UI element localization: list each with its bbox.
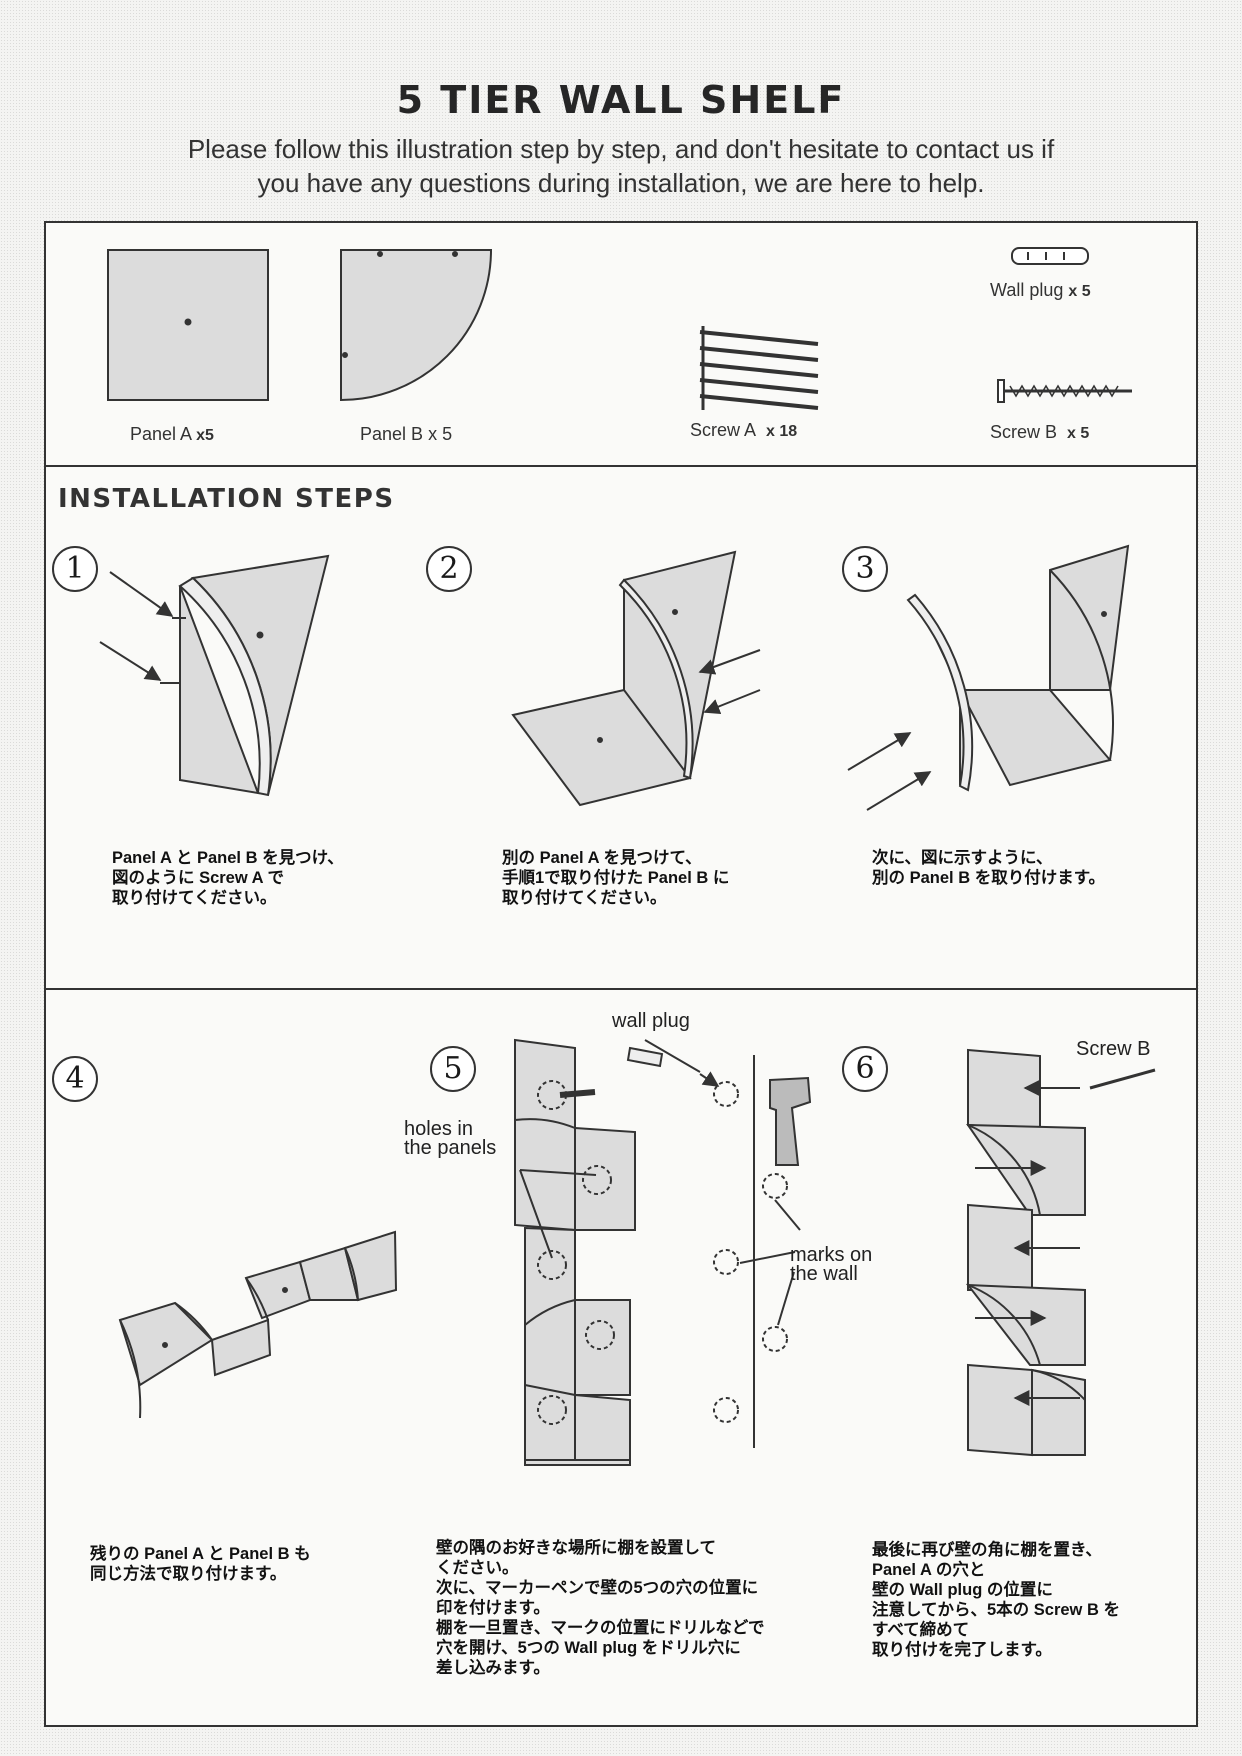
panel-b-qty: x 5 <box>428 424 453 444</box>
callout-holes-line-2: the panels <box>404 1137 497 1159</box>
panel-a-qty: x5 <box>196 427 214 444</box>
step-6-line-6: 取り付けを完了します。 <box>872 1641 1052 1659</box>
step-4-line-1: 残りの Panel A と Panel B も <box>90 1545 311 1563</box>
step-6-illustration <box>965 1048 1156 1457</box>
step-6-line-5: すべて締めて <box>872 1621 970 1639</box>
step-4-number: 4 <box>52 1056 98 1102</box>
callout-holes-line-1: holes in <box>404 1118 473 1140</box>
step-2-description: 別の Panel A を見つけて、 手順1で取り付けた Panel B に 取り… <box>502 848 729 908</box>
panel-a-illustration <box>107 249 269 401</box>
panel-b-label: Panel B x 5 <box>360 424 452 445</box>
step-6-number: 6 <box>842 1046 888 1092</box>
step-3-illustration <box>847 544 1130 811</box>
screw-b-label: Screw B x 5 <box>990 422 1089 443</box>
callout-holes-in-panels: holes in the panels <box>404 1118 497 1159</box>
step-2-line-3: 取り付けてください。 <box>502 889 667 907</box>
intro-line-2: you have any questions during installati… <box>257 168 985 198</box>
step-3-number: 3 <box>842 546 888 592</box>
step-4-illustration <box>118 1230 398 1419</box>
panel-a-label: Panel A x5 <box>130 424 214 445</box>
wall-plug-illustration <box>1011 247 1089 265</box>
panel-b-illustration <box>340 249 493 402</box>
callout-marks-line-2: the wall <box>790 1263 858 1285</box>
step-2-illustration <box>511 550 761 807</box>
screw-b-illustration <box>997 379 1132 403</box>
document-title: 5 TIER WALL SHELF <box>396 78 846 122</box>
callout-wall-plug: wall plug <box>612 1010 690 1032</box>
step-1-line-2: 図のように Screw A で <box>112 869 285 887</box>
wall-plug-qty: x 5 <box>1068 283 1091 300</box>
callout-marks-line-1: marks on <box>790 1244 873 1266</box>
screw-b-name: Screw B <box>990 422 1058 442</box>
step-5-line-7: 差し込みます。 <box>436 1659 550 1677</box>
callout-marks-on-wall: marks on the wall <box>790 1244 873 1285</box>
step-3-line-2: 別の Panel B を取り付けます。 <box>872 869 1106 887</box>
wall-plug-label: Wall plug x 5 <box>990 280 1091 301</box>
step-6-line-3: 壁の Wall plug の位置に <box>872 1581 1053 1599</box>
step-4-line-2: 同じ方法で取り付けます。 <box>90 1565 287 1583</box>
step-5-number: 5 <box>430 1046 476 1092</box>
step-6-line-4: 注意してから、5本の Screw B を <box>872 1601 1120 1619</box>
step-5-line-6: 穴を開け、5つの Wall plug をドリル穴に <box>436 1639 741 1657</box>
step-1-line-1: Panel A と Panel B を見つけ、 <box>112 849 344 867</box>
step-2-line-1: 別の Panel A を見つけて、 <box>502 849 702 867</box>
step-1-illustration <box>99 554 330 797</box>
step-4-description: 残りの Panel A と Panel B も 同じ方法で取り付けます。 <box>90 1544 311 1584</box>
step-5-description: 壁の隅のお好きな場所に棚を設置して ください。 次に、マーカーペンで壁の5つの穴… <box>436 1538 765 1678</box>
screw-a-qty: x 18 <box>766 423 798 440</box>
callout-screw-b: Screw B <box>1076 1038 1151 1060</box>
wall-plug-name: Wall plug <box>990 280 1064 300</box>
screw-a-illustration <box>699 326 819 410</box>
step-1-line-3: 取り付けてください。 <box>112 889 277 907</box>
step-2-number: 2 <box>426 546 472 592</box>
step-2-line-2: 手順1で取り付けた Panel B に <box>502 869 730 887</box>
step-5-line-3: 次に、マーカーペンで壁の5つの穴の位置に <box>436 1579 759 1597</box>
intro-text: Please follow this illustration step by … <box>100 132 1142 200</box>
step-5-line-5: 棚を一旦置き、マークの位置にドリルなどで <box>436 1619 765 1637</box>
installation-steps-heading: INSTALLATION STEPS <box>58 484 395 514</box>
screw-a-name: Screw A <box>690 420 757 440</box>
step-1-description: Panel A と Panel B を見つけ、 図のように Screw A で … <box>112 848 344 908</box>
step-5-line-4: 印を付けます。 <box>436 1599 550 1617</box>
panel-a-name: Panel A <box>130 424 192 444</box>
panel-b-name: Panel B <box>360 424 424 444</box>
step-6-line-2: Panel A の穴と <box>872 1561 986 1579</box>
screw-a-label: Screw A x 18 <box>690 420 797 441</box>
step-5-line-1: 壁の隅のお好きな場所に棚を設置して <box>436 1539 717 1557</box>
step-5-illustration <box>514 1038 812 1466</box>
intro-line-1: Please follow this illustration step by … <box>187 134 1055 164</box>
step-1-number: 1 <box>52 546 98 592</box>
step-3-description: 次に、図に示すように、 別の Panel B を取り付けます。 <box>872 848 1105 888</box>
step-6-line-1: 最後に再び壁の角に棚を置き、 <box>872 1541 1102 1559</box>
step-5-line-2: ください。 <box>436 1559 519 1577</box>
step-6-description: 最後に再び壁の角に棚を置き、 Panel A の穴と 壁の Wall plug … <box>872 1540 1120 1660</box>
step-3-line-1: 次に、図に示すように、 <box>872 849 1053 867</box>
screw-b-qty: x 5 <box>1067 425 1090 442</box>
